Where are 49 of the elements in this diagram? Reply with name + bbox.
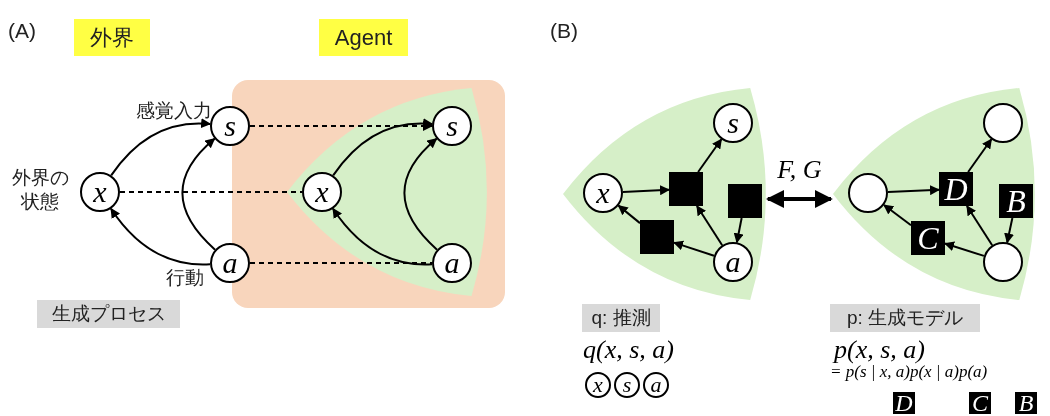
factor-square [640, 220, 674, 254]
arrow [733, 217, 744, 244]
factor-square [728, 184, 762, 218]
caption-tag: p: 生成モデル [830, 304, 980, 332]
arrow [332, 207, 434, 266]
factor-box: B [999, 184, 1033, 218]
arrow [110, 207, 212, 266]
panel-label: (A) [8, 18, 36, 44]
heading-tag: Agent [319, 19, 408, 56]
caption-tag: q: 推測 [582, 304, 660, 332]
caption-tag: 生成プロセス [37, 300, 180, 328]
arrow [673, 240, 715, 257]
factor-square [669, 172, 703, 206]
factor-box: C [969, 392, 991, 414]
state-circle: a [210, 243, 250, 283]
arrow [617, 204, 641, 225]
panel-label: (B) [550, 18, 578, 44]
arrow [883, 204, 912, 227]
arrow [1004, 217, 1014, 244]
factor-box: D [939, 172, 973, 206]
arrow [965, 205, 994, 247]
formula: = p(s | x, a)p(x | a)p(a) [830, 362, 988, 382]
arrow [332, 118, 434, 177]
factor-box: C [911, 221, 945, 255]
heading-tag: 外界 [74, 19, 150, 56]
arrow [967, 138, 993, 173]
formula: p(x, s, a) [834, 336, 925, 364]
state-circle: s [614, 372, 640, 398]
node-caption: 行動 [165, 266, 204, 290]
arrow [695, 205, 724, 247]
state-circle: s [210, 106, 250, 146]
dashed-line [249, 262, 433, 264]
arrow [110, 118, 212, 177]
node-caption: 外界の状態 [10, 166, 70, 214]
arrow [887, 185, 940, 196]
state-circle: a [643, 372, 669, 398]
factor-box: D [893, 392, 915, 414]
node-caption: 感覚入力 [135, 99, 212, 123]
arrow [697, 138, 723, 173]
double-arrow [766, 190, 833, 208]
state-circle: x [80, 172, 120, 212]
factor-box: B [1015, 392, 1037, 414]
state-circle: x [585, 372, 611, 398]
formula: q(x, s, a) [583, 336, 674, 364]
dashed-line [119, 191, 303, 193]
arrow [181, 137, 217, 251]
arrow [403, 137, 439, 251]
arrow [944, 241, 985, 257]
arrow [622, 185, 670, 196]
